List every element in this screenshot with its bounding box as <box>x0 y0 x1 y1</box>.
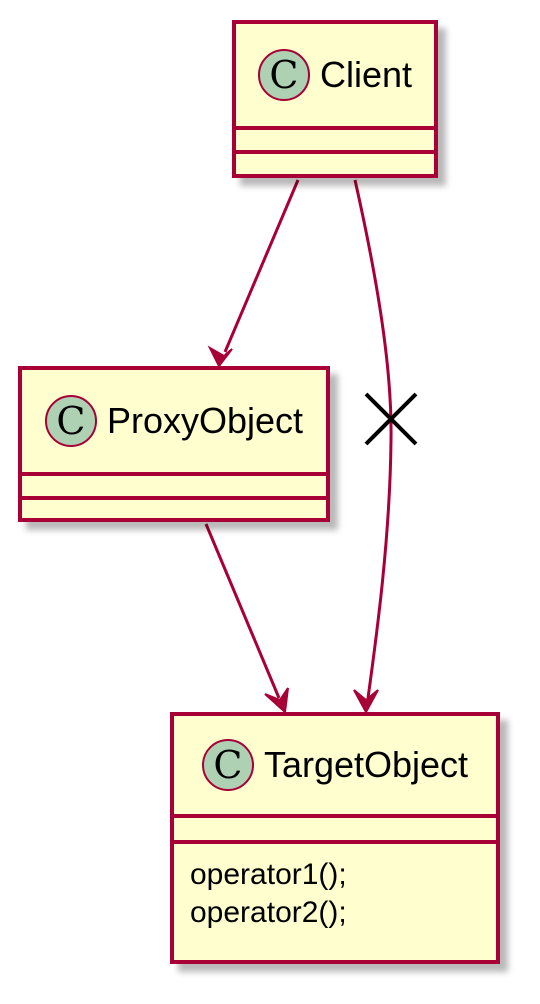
method-operator1: operator1(); <box>190 858 347 891</box>
cross-icon <box>364 392 418 446</box>
class-c-icon: C <box>201 739 254 791</box>
class-c-icon: C <box>44 395 97 447</box>
attributes-section <box>174 818 496 844</box>
edge-client-to-target <box>353 179 393 699</box>
class-header: C TargetObject <box>174 716 496 818</box>
class-name: ProxyObject <box>106 400 304 441</box>
class-header: C ProxyObject <box>22 370 326 476</box>
class-name: TargetObject <box>263 744 469 785</box>
arrowhead-client-to-target <box>353 689 379 715</box>
edge-client-to-proxy <box>223 179 300 353</box>
class-proxyobject[interactable]: C ProxyObject <box>18 366 330 522</box>
arrowhead-proxy-to-target <box>264 687 289 715</box>
class-client[interactable]: C Client <box>232 20 438 178</box>
class-name: Client <box>319 54 413 95</box>
edge-proxy-to-target <box>204 523 281 699</box>
class-header: C Client <box>236 24 434 130</box>
attributes-section <box>22 476 326 500</box>
methods-section: operator1(); operator2(); <box>174 844 496 932</box>
class-targetobject[interactable]: C TargetObject operator1(); operator2(); <box>170 712 500 964</box>
method-operator2: operator2(); <box>190 896 347 929</box>
class-c-icon: C <box>257 49 310 101</box>
arrowhead-client-to-proxy <box>207 345 233 368</box>
attributes-section <box>236 130 434 154</box>
